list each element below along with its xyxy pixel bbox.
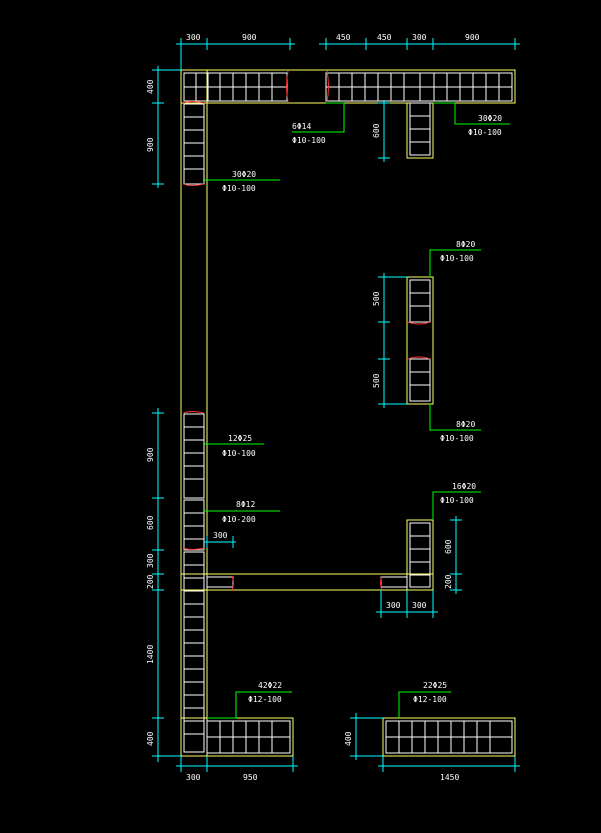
rebar-cage-left-upper <box>183 103 205 185</box>
note-8d20-top: 8Φ20 <box>456 240 475 249</box>
note-22d25-stirrup: Φ12-100 <box>413 695 447 704</box>
note-8d20-top-stirrup: Φ10-100 <box>440 254 474 263</box>
rebar-cage-beam-left <box>206 576 234 588</box>
note-42d22: 42Φ22 <box>258 681 282 690</box>
note-8d12-stirrup: Φ10-200 <box>222 515 256 524</box>
note-6d14: 6Φ14 <box>292 122 311 131</box>
rebar-cage-isolated-bottom <box>409 358 431 402</box>
dim-top-right-900: 900 <box>465 33 480 42</box>
dim-left-1400: 1400 <box>146 645 155 664</box>
dim-top-right-300: 300 <box>412 33 427 42</box>
dim-left-900-mid: 900 <box>146 447 155 462</box>
dim-bottom-right-400: 400 <box>344 731 353 746</box>
bottom-right-beam-outline <box>382 717 516 757</box>
dim-top-right-450-a: 450 <box>336 33 351 42</box>
dim-bottom-right-1450: 1450 <box>440 773 459 782</box>
dim-right-col-600: 600 <box>444 539 453 554</box>
dim-short-300: 300 <box>213 531 228 540</box>
dim-left-400-top: 400 <box>146 79 155 94</box>
rebar-cage-beam-right <box>380 576 408 588</box>
dim-col-500-a: 500 <box>372 291 381 306</box>
isolated-column-outline <box>406 276 434 405</box>
dim-left-400-bottom: 400 <box>146 731 155 746</box>
leader-lines <box>204 102 510 719</box>
dim-left-600-mid: 600 <box>146 515 155 530</box>
rebar-cage-left-lower <box>183 551 205 753</box>
rebar-cage-isolated-top <box>409 279 431 323</box>
dim-top-left-900: 900 <box>242 33 257 42</box>
rebar-cage-left-mid <box>183 413 205 499</box>
note-16d20-stirrup: Φ10-100 <box>440 496 474 505</box>
dim-top-left-300: 300 <box>186 33 201 42</box>
dim-top-right-450-b: 450 <box>377 33 392 42</box>
note-6d14-stirrup: Φ10-100 <box>292 136 326 145</box>
dim-col-500-b: 500 <box>372 373 381 388</box>
rebar-annotations: 6Φ14 Φ10-100 30Φ20 Φ10-100 30Φ20 Φ10-100… <box>222 114 502 704</box>
dim-beam-300-a: 300 <box>386 601 401 610</box>
right-short-column-outline <box>406 519 434 591</box>
dim-left-200-mid: 200 <box>146 574 155 589</box>
dimension-lines <box>152 38 520 772</box>
dim-bottom-left-950: 950 <box>243 773 258 782</box>
rebar-cage-right-short <box>409 522 431 588</box>
note-12d25-stirrup: Φ10-100 <box>222 449 256 458</box>
note-22d25: 22Φ25 <box>423 681 447 690</box>
bottom-left-foot-outline <box>180 717 294 757</box>
note-42d22-stirrup: Φ12-100 <box>248 695 282 704</box>
note-16d20: 16Φ20 <box>452 482 476 491</box>
top-wall-outline <box>180 69 516 104</box>
concrete-outlines <box>180 69 516 757</box>
dim-bottom-left-300: 300 <box>186 773 201 782</box>
note-30d20-left: 30Φ20 <box>232 170 256 179</box>
note-8d20-bottom-stirrup: Φ10-100 <box>440 434 474 443</box>
mid-beam-outline <box>180 573 434 591</box>
dim-left-300-mid: 300 <box>146 553 155 568</box>
dim-stub-600: 600 <box>372 123 381 138</box>
note-30d20-left-stirrup: Φ10-100 <box>222 184 256 193</box>
note-30d20-right-stirrup: Φ10-100 <box>468 128 502 137</box>
dimension-labels: 300 900 450 450 300 900 400 900 600 500 … <box>146 33 480 782</box>
note-8d12: 8Φ12 <box>236 500 255 509</box>
rebar-cage-left-wall <box>183 499 205 551</box>
note-30d20-right: 30Φ20 <box>478 114 502 123</box>
top-stub-outline <box>406 102 434 159</box>
dim-right-col-200: 200 <box>444 574 453 589</box>
note-12d25: 12Φ25 <box>228 434 252 443</box>
break-marks <box>183 70 431 591</box>
note-8d20-bottom: 8Φ20 <box>456 420 475 429</box>
dim-beam-300-b: 300 <box>412 601 427 610</box>
dim-left-900-top: 900 <box>146 137 155 152</box>
